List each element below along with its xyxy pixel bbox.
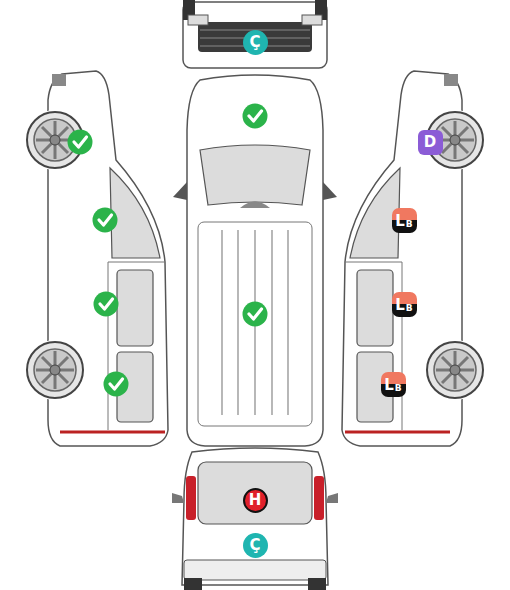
marker-lb: LB [392, 292, 417, 317]
marker-letter: Ç [249, 538, 260, 553]
marker-lb: LB [392, 208, 417, 233]
marker-subscript: B [406, 304, 413, 313]
marker-letter: L [395, 298, 405, 313]
marker-letter: Ç [249, 35, 260, 50]
marker-lb: LB [381, 372, 406, 397]
marker-subscript: B [406, 220, 413, 229]
marker-letter: L [395, 214, 405, 229]
marker-letter: L [384, 378, 394, 393]
marker-h: H [243, 488, 268, 513]
marker-c: Ç [243, 533, 268, 558]
marker-d: D [418, 130, 443, 155]
marker-letter: H [249, 493, 262, 508]
marker-letter: D [424, 135, 436, 150]
marker-c: Ç [243, 30, 268, 55]
marker-subscript: B [395, 384, 402, 393]
